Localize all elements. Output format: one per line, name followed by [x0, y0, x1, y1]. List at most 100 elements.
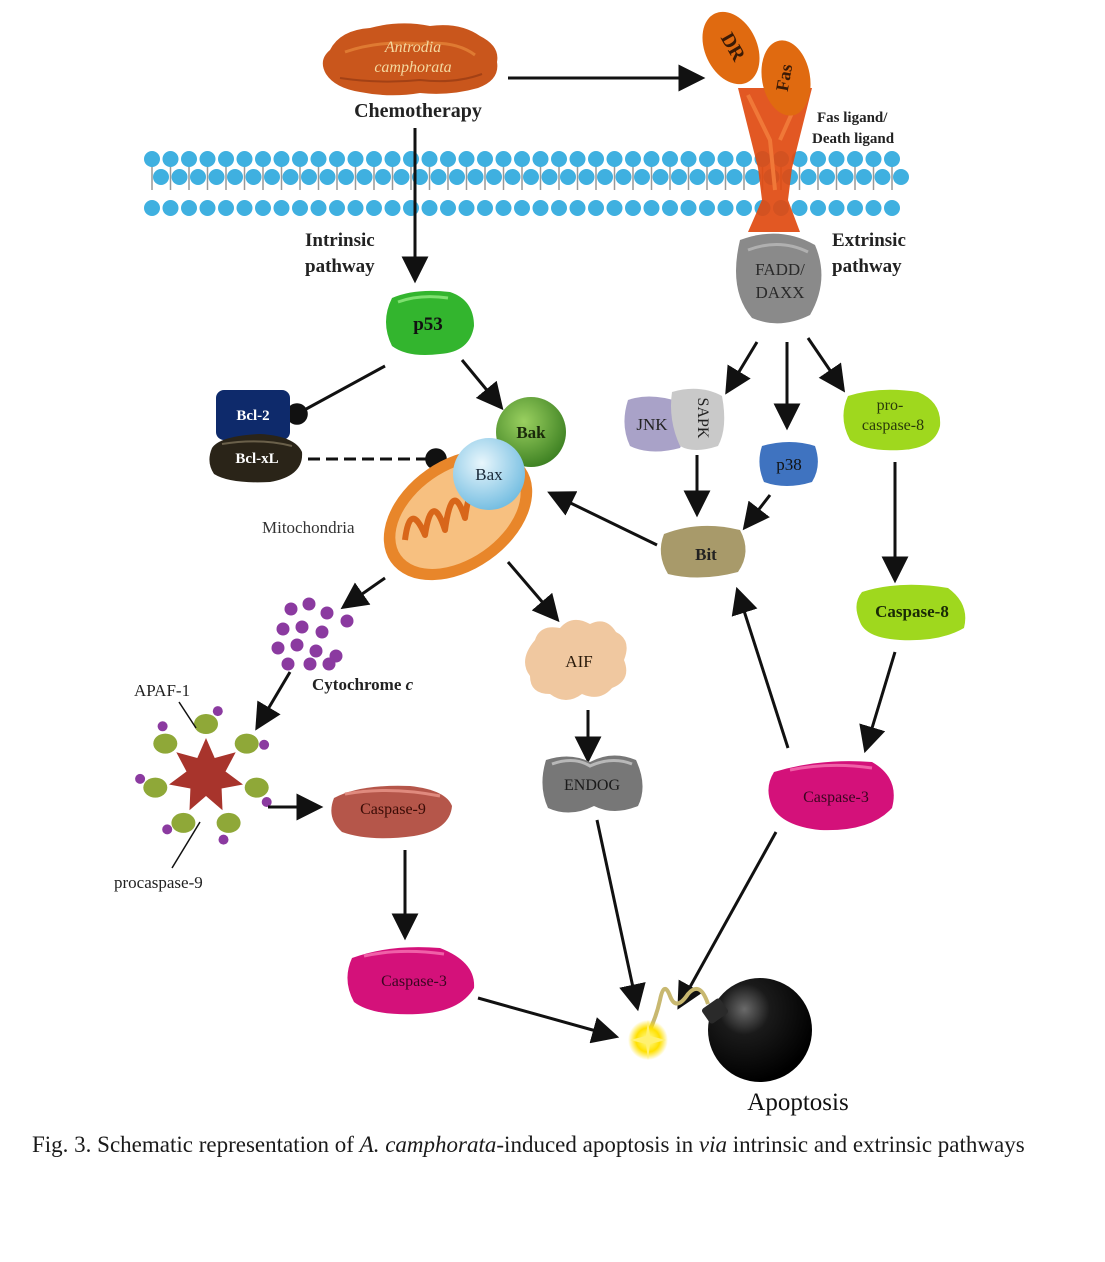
lipid-head — [440, 151, 456, 167]
lipid-head — [680, 151, 697, 167]
extrinsic-pathway-label-line1: Extrinsic — [832, 230, 906, 251]
lipid-head — [689, 169, 706, 185]
lipid-head — [162, 200, 179, 216]
lipid-head — [606, 200, 623, 216]
procaspase8-label-line1: pro- — [877, 397, 904, 414]
sapk-label: SAPK — [694, 398, 711, 439]
lipid-head — [218, 151, 234, 167]
lipid-head — [874, 169, 891, 185]
lipid-head — [708, 169, 724, 185]
antrodia-label-line1: Antrodia — [384, 39, 441, 56]
fas-ligand-label-line1: Fas ligand/ — [817, 110, 888, 126]
procaspase9-label: procaspase-9 — [114, 873, 203, 892]
lipid-head — [837, 169, 854, 185]
lipid-head — [440, 200, 456, 216]
lipid-head — [208, 169, 225, 185]
lipid-head — [652, 169, 669, 185]
lipid-head — [171, 169, 188, 185]
apoptosis-bomb-icon — [628, 978, 812, 1082]
lipid-head — [523, 169, 539, 185]
chemotherapy-label: Chemotherapy — [354, 100, 482, 122]
lipid-head — [310, 151, 327, 167]
cytochrome-c-molecule — [315, 625, 329, 639]
lipid-head — [421, 151, 438, 167]
lipid-head — [384, 200, 401, 216]
apaf1-pointer — [178, 701, 197, 729]
bax-protein: Bax — [453, 438, 525, 510]
lipid-head — [366, 200, 382, 216]
cytochrome-c-molecule — [290, 638, 304, 652]
lipid-head — [671, 169, 687, 185]
lipid-head — [292, 200, 308, 216]
lipid-head — [458, 151, 475, 167]
lipid-head — [199, 200, 216, 216]
lipid-head — [819, 169, 835, 185]
apaf1-arm — [244, 777, 269, 798]
lipid-head — [791, 200, 808, 216]
caspase8-label: Caspase-8 — [875, 602, 949, 621]
lipid-head — [551, 200, 567, 216]
lipid-head — [588, 151, 604, 167]
fadd-label-line2: DAXX — [755, 283, 804, 302]
apaf1-label: APAF-1 — [134, 681, 190, 700]
lipid-head — [615, 169, 632, 185]
p38-protein: p38 — [759, 442, 818, 486]
cytochrome-c-molecule — [271, 641, 285, 655]
caspase3-bottom-protein: Caspase-3 — [347, 947, 475, 1015]
procaspase9-molecule — [218, 834, 229, 845]
bclxl-label: Bcl-xL — [235, 451, 278, 467]
lipid-head — [338, 169, 354, 185]
lipid-head — [828, 151, 845, 167]
lipid-head — [403, 151, 419, 167]
lipid-head — [403, 200, 419, 216]
lipid-head — [625, 151, 641, 167]
cytochrome-c-molecule — [302, 597, 316, 611]
lipid-head — [477, 200, 493, 216]
lipid-head — [421, 200, 438, 216]
lipid-head — [532, 200, 549, 216]
lipid-head — [745, 169, 761, 185]
lipid-head — [393, 169, 410, 185]
bit-label: Bit — [695, 545, 717, 564]
lipid-head — [255, 151, 271, 167]
cytochrome-c-molecule — [320, 606, 334, 620]
lipid-head — [597, 169, 613, 185]
procaspase9-molecule — [261, 797, 272, 807]
aif-protein: AIF — [525, 619, 627, 700]
lipid-head — [865, 200, 882, 216]
sapk-protein: SAPK — [671, 388, 725, 450]
lipid-head — [430, 169, 447, 185]
procaspase8-protein: pro- caspase-8 — [843, 389, 941, 451]
arrow-p53-to-bak — [460, 359, 504, 411]
lipid-head — [810, 200, 826, 216]
arrow-caspase3-to-bit — [731, 586, 790, 749]
lipid-head — [514, 200, 530, 216]
lipid-head — [181, 151, 197, 167]
figure-caption: Fig. 3. Schematic representation of A. c… — [32, 1132, 1025, 1157]
lipid-head — [282, 169, 299, 185]
intrinsic-pathway-label-line2: pathway — [305, 256, 375, 277]
antrodia-camphorata-image: Antrodia camphorata — [322, 23, 498, 96]
lipid-head — [828, 200, 845, 216]
lipid-head — [717, 200, 734, 216]
fas-ligand: Fas — [761, 40, 811, 116]
antrodia-label-line2: camphorata — [374, 59, 451, 76]
apoptosis-label: Apoptosis — [747, 1089, 848, 1116]
jnk-label: JNK — [636, 415, 668, 434]
lipid-head — [458, 200, 475, 216]
lipid-head — [486, 169, 502, 185]
lipid-head — [273, 151, 290, 167]
lipid-head — [495, 200, 512, 216]
lipid-head — [569, 200, 586, 216]
lipid-head — [199, 151, 216, 167]
lipid-head — [273, 200, 290, 216]
lipid-head — [190, 169, 206, 185]
lipid-head — [662, 151, 678, 167]
lipid-head — [717, 151, 734, 167]
jnk-protein: JNK — [624, 396, 685, 452]
procaspase9-molecule — [135, 773, 146, 784]
bit-protein: Bit — [660, 525, 746, 578]
endog-label: ENDOG — [564, 777, 620, 794]
lipid-head — [236, 200, 253, 216]
